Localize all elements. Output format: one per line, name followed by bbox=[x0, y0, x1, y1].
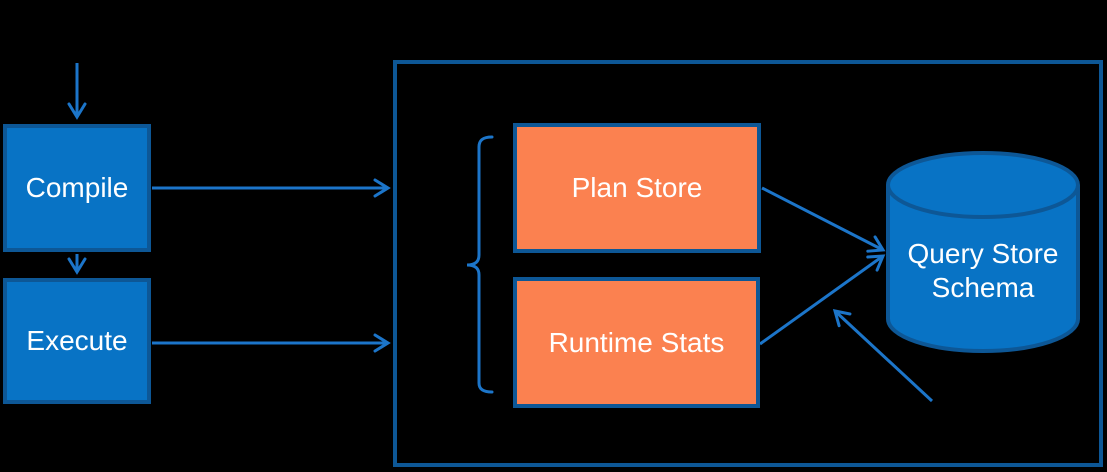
execute-label: Execute bbox=[26, 325, 128, 356]
execute-box: Execute bbox=[3, 278, 151, 404]
runtime-stats-box: Runtime Stats bbox=[513, 277, 760, 408]
arrow-plan-store-to-schema bbox=[761, 186, 886, 253]
grouping-brace bbox=[466, 135, 494, 394]
compile-label: Compile bbox=[25, 172, 129, 203]
plan-store-label: Plan Store bbox=[571, 172, 703, 203]
query-store-schema-label: Query Store Schema bbox=[907, 238, 1059, 303]
arrow-external-to-schema bbox=[832, 309, 934, 403]
plan-store-box: Plan Store bbox=[513, 123, 761, 253]
arrow-runtime-stats-to-schema bbox=[759, 254, 886, 346]
runtime-stats-label: Runtime Stats bbox=[548, 326, 725, 358]
compile-box: Compile bbox=[3, 124, 151, 252]
query-store-boundary-box bbox=[393, 60, 1103, 467]
database-cylinder-icon bbox=[886, 151, 1080, 353]
